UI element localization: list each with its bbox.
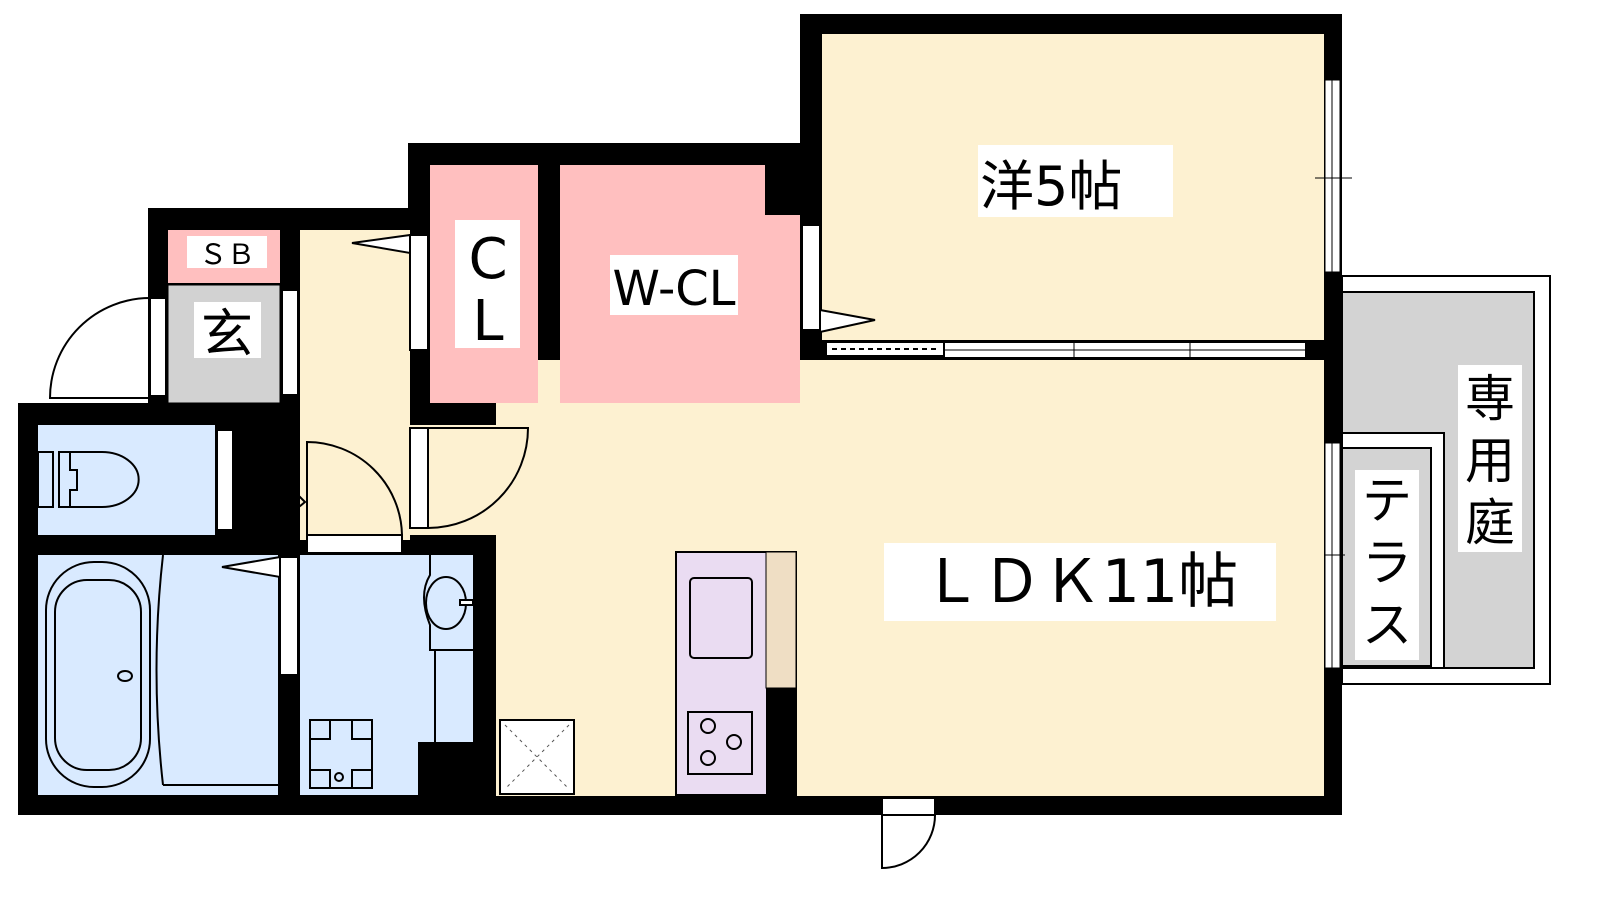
bathroom: [38, 555, 278, 795]
window-western: [1315, 79, 1352, 273]
window-ldk[interactable]: [1324, 442, 1345, 669]
closet-door[interactable]: [351, 233, 429, 351]
bathroom-door[interactable]: [221, 555, 299, 676]
washbasin: [423, 555, 474, 742]
washroom-door[interactable]: [306, 440, 403, 554]
kitchen-counter: [675, 551, 797, 796]
entrance-door[interactable]: [48, 297, 167, 399]
storage-hatch: [499, 719, 575, 795]
toilet-door[interactable]: [216, 429, 307, 531]
walkin-closet-door[interactable]: [801, 224, 876, 334]
room-label-entrance: 玄: [201, 305, 253, 365]
garden-label-1: 専: [1465, 370, 1515, 428]
room-label-ldk: ＬＤＫ11帖: [922, 547, 1238, 617]
room-label-shoe-box: ＳＢ: [199, 238, 255, 271]
terrace-label-2: ラ: [1362, 534, 1412, 592]
bathtub: [45, 554, 278, 788]
room-label-closet-c: C: [468, 227, 507, 292]
toilet-fixture: [37, 451, 140, 508]
private-garden: 専 用 庭 テ ラ ス: [1341, 275, 1551, 685]
terrace-label-1: テ: [1362, 472, 1412, 530]
terrace-label-3: ス: [1362, 596, 1412, 654]
toilet-room: [38, 425, 215, 535]
entrance-step: [281, 289, 299, 396]
back-door[interactable]: [881, 797, 936, 870]
garden-label-3: 庭: [1465, 494, 1515, 552]
washroom: [300, 555, 473, 795]
washing-machine-pan: [309, 719, 373, 789]
ldk-door[interactable]: [409, 427, 530, 529]
room-label-western: 洋5帖: [980, 155, 1122, 218]
room-label-closet-l: L: [472, 289, 503, 354]
room-label-walkin-closet: W-CL: [612, 261, 735, 317]
sliding-door-western[interactable]: [825, 341, 1307, 359]
garden-label-2: 用: [1465, 432, 1515, 490]
